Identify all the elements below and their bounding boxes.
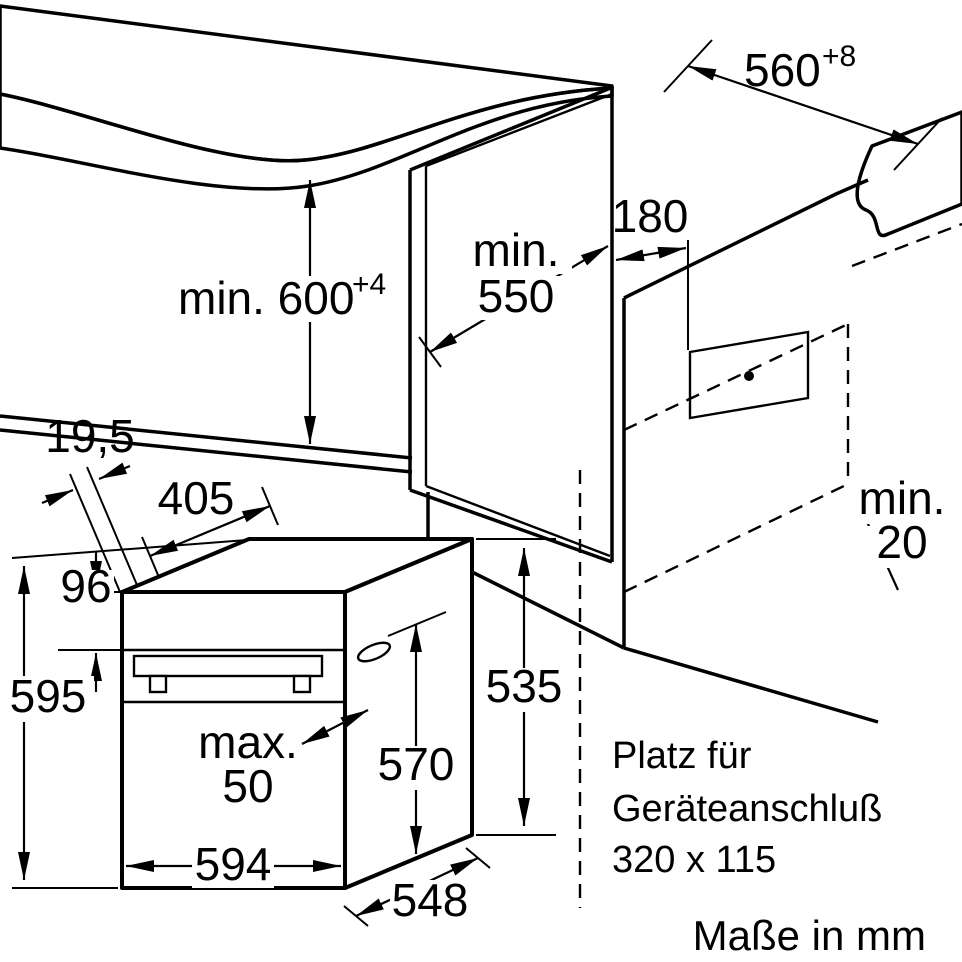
label-550: 550 <box>478 270 555 322</box>
dim-arrow <box>687 64 919 146</box>
worktop-torn-piece-right <box>855 110 962 238</box>
label-405: 405 <box>158 472 235 524</box>
dim-rear-clearance: min. 20 <box>851 472 952 591</box>
label-halo <box>852 480 952 524</box>
dim-side-height: 535 <box>476 538 563 836</box>
label-594: 594 <box>195 838 272 890</box>
niche-bottom-edge <box>0 414 413 474</box>
connection-point-dot <box>744 371 754 381</box>
label-halo <box>460 232 572 274</box>
units-footer: Maße in mm <box>693 912 926 959</box>
dim-worktop-height: min. 600 +4 <box>172 180 398 444</box>
dim-extension <box>11 539 248 889</box>
dim-niche-depth: min. 550 <box>418 224 609 368</box>
label-180: 180 <box>612 190 689 242</box>
label-halo <box>380 746 452 790</box>
handle-support-right <box>292 674 312 694</box>
label-570: 570 <box>378 738 455 790</box>
tall-cabinet <box>408 85 625 650</box>
dim-arrow-right <box>98 462 131 481</box>
label-halo <box>192 844 274 888</box>
label-halo <box>58 570 114 610</box>
dim-appliance-width: 594 <box>126 838 341 890</box>
oven-panel-door-lines <box>122 648 345 704</box>
label-96: 96 <box>60 560 111 612</box>
worktop-surface <box>0 4 614 163</box>
label-min: min. <box>473 224 560 276</box>
label-595: 595 <box>10 670 87 722</box>
dim-handle-clearance: max. 50 <box>198 709 369 812</box>
dim-front-overhang: 19,5 <box>41 410 138 593</box>
dim-extension <box>476 538 556 836</box>
oven-side-face <box>343 537 474 890</box>
dim-arrow <box>615 246 687 262</box>
note-line-2: Geräteanschluß <box>612 788 882 830</box>
dim-appliance-height: 595 <box>4 539 248 889</box>
label-19-5: 19,5 <box>45 410 135 462</box>
label-halo <box>4 676 94 722</box>
label-548: 548 <box>392 874 469 926</box>
note-line-1: Platz für <box>612 735 752 777</box>
note-line-3: 320 x 115 <box>612 839 776 881</box>
tall-cabinet-inner-edges <box>424 92 613 558</box>
label-600-tolerance: +4 <box>352 268 386 301</box>
tall-cabinet-outline <box>408 85 625 650</box>
label-halo <box>172 276 398 322</box>
side-niche <box>578 110 962 908</box>
oven <box>120 537 474 890</box>
dim-panel-height: 96 <box>58 552 120 692</box>
label-20: 20 <box>876 516 927 568</box>
niche-bottom-lines <box>0 414 413 474</box>
dim-arrow-left <box>41 488 74 507</box>
oven-door-handle <box>132 654 324 678</box>
niche-hidden-edges <box>578 222 962 908</box>
dim-arrow <box>149 504 271 558</box>
label-min: min. <box>859 472 946 524</box>
label-max: max. <box>198 716 298 768</box>
label-min-600: min. 600 <box>178 272 354 324</box>
label-halo <box>616 196 686 242</box>
dim-niche-width: 560 +8 <box>663 39 943 171</box>
label-535: 535 <box>486 660 563 712</box>
worktop <box>0 4 614 191</box>
side-grip-slot <box>356 641 392 663</box>
label-560-tolerance: +8 <box>822 40 856 73</box>
dim-rear-height: 570 <box>378 611 455 854</box>
dim-top-depth: 405 <box>141 472 279 576</box>
label-halo <box>486 668 562 712</box>
dim-arrow <box>301 709 369 745</box>
label-halo <box>866 526 938 568</box>
dim-appliance-depth: 548 <box>343 847 491 927</box>
label-50: 50 <box>222 760 273 812</box>
side-niche-outline <box>622 178 879 724</box>
dim-connection-offset: 180 <box>612 190 689 262</box>
connection-cutout-hatched <box>688 330 810 420</box>
label-halo <box>390 880 470 924</box>
label-halo <box>464 276 570 320</box>
label-560: 560 <box>744 44 821 96</box>
handle-support-left <box>148 674 168 694</box>
connection-note: Platz für Geräteanschluß 320 x 115 <box>612 735 882 881</box>
worktop-torn-edge <box>0 86 614 191</box>
